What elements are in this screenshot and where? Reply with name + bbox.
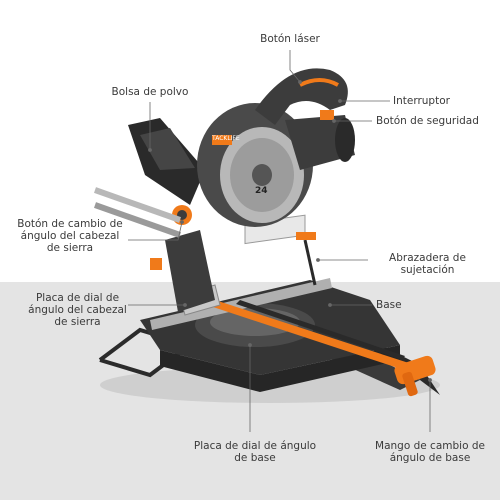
label-base-dial-plate: Placa de dial de ángulo de base: [193, 440, 317, 464]
slide-rails: [94, 187, 181, 238]
blade-teeth-mark: 24: [255, 186, 268, 196]
label-dust-bag: Bolsa de polvo: [111, 86, 189, 98]
brand-mark: TACKLIFE: [212, 135, 240, 142]
clamp-shape: [296, 232, 317, 286]
label-base-angle-handle: Mango de cambio de ángulo de base: [375, 440, 485, 464]
brand-badge: [212, 135, 232, 145]
label-laser-button: Botón láser: [260, 33, 320, 45]
base-orange-slot-inner: [236, 300, 405, 360]
label-head-dial-plate: Placa de dial de ángulo del cabezal de s…: [28, 292, 127, 328]
base-front: [160, 345, 400, 392]
label-base: Base: [376, 299, 402, 311]
label-head-angle-button: Botón de cambio de ángulo del cabezal de…: [17, 218, 123, 254]
safety-knob: [320, 110, 334, 120]
column: [165, 230, 215, 312]
leader-lines: [128, 50, 432, 432]
label-switch: Interruptor: [393, 95, 450, 107]
label-clamp: Abrazadera de sujetación: [389, 252, 466, 276]
left-clamp-knob: [150, 258, 162, 270]
base-angle-handle-shape: [394, 355, 436, 397]
label-safety-button: Botón de seguridad: [376, 115, 479, 127]
saw-handle: [255, 68, 348, 125]
base-orange-slot: [210, 300, 415, 372]
